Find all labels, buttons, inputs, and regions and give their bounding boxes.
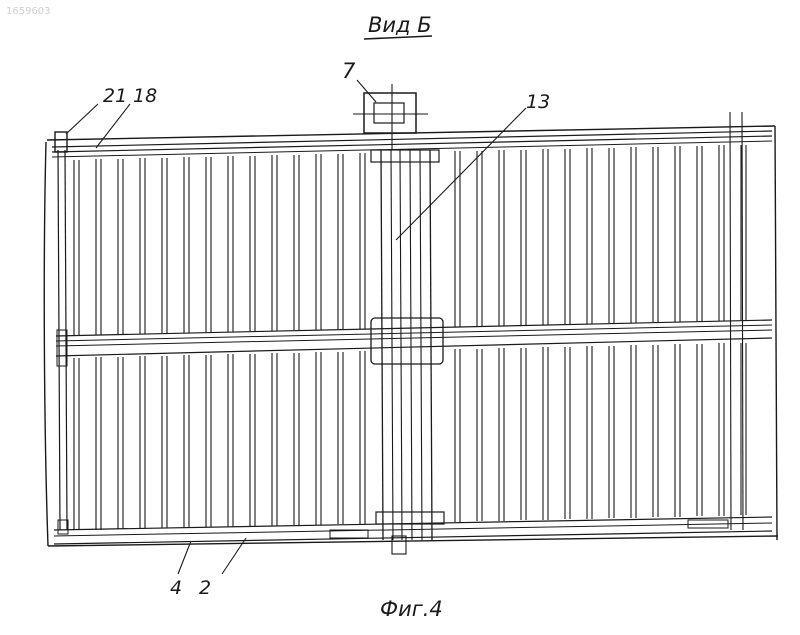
callout-13: 13 xyxy=(526,91,550,113)
column-foot xyxy=(392,536,406,554)
leader-18 xyxy=(96,104,130,148)
lower-slats xyxy=(74,343,746,530)
document-number: 1659603 xyxy=(6,6,51,17)
callout-2: 2 xyxy=(199,577,211,599)
leader-7 xyxy=(357,80,376,102)
top-rail xyxy=(52,131,772,157)
callout-21: 21 xyxy=(103,85,127,107)
view-title: Вид Б xyxy=(368,13,432,37)
central-column xyxy=(371,150,444,554)
bracket-housing xyxy=(364,93,416,133)
callout-7: 7 xyxy=(342,59,356,83)
figure-caption: Фиг.4 xyxy=(380,597,443,621)
middle-beam xyxy=(56,320,772,356)
bracket-inner xyxy=(374,103,404,123)
corner-block-21 xyxy=(55,132,67,152)
column-bottom-clamp xyxy=(376,512,444,524)
callout-18: 18 xyxy=(133,85,157,107)
leader-4 xyxy=(178,541,191,574)
callout-4: 4 xyxy=(170,577,182,599)
leader-21 xyxy=(66,104,98,134)
left-end-post xyxy=(55,132,68,534)
